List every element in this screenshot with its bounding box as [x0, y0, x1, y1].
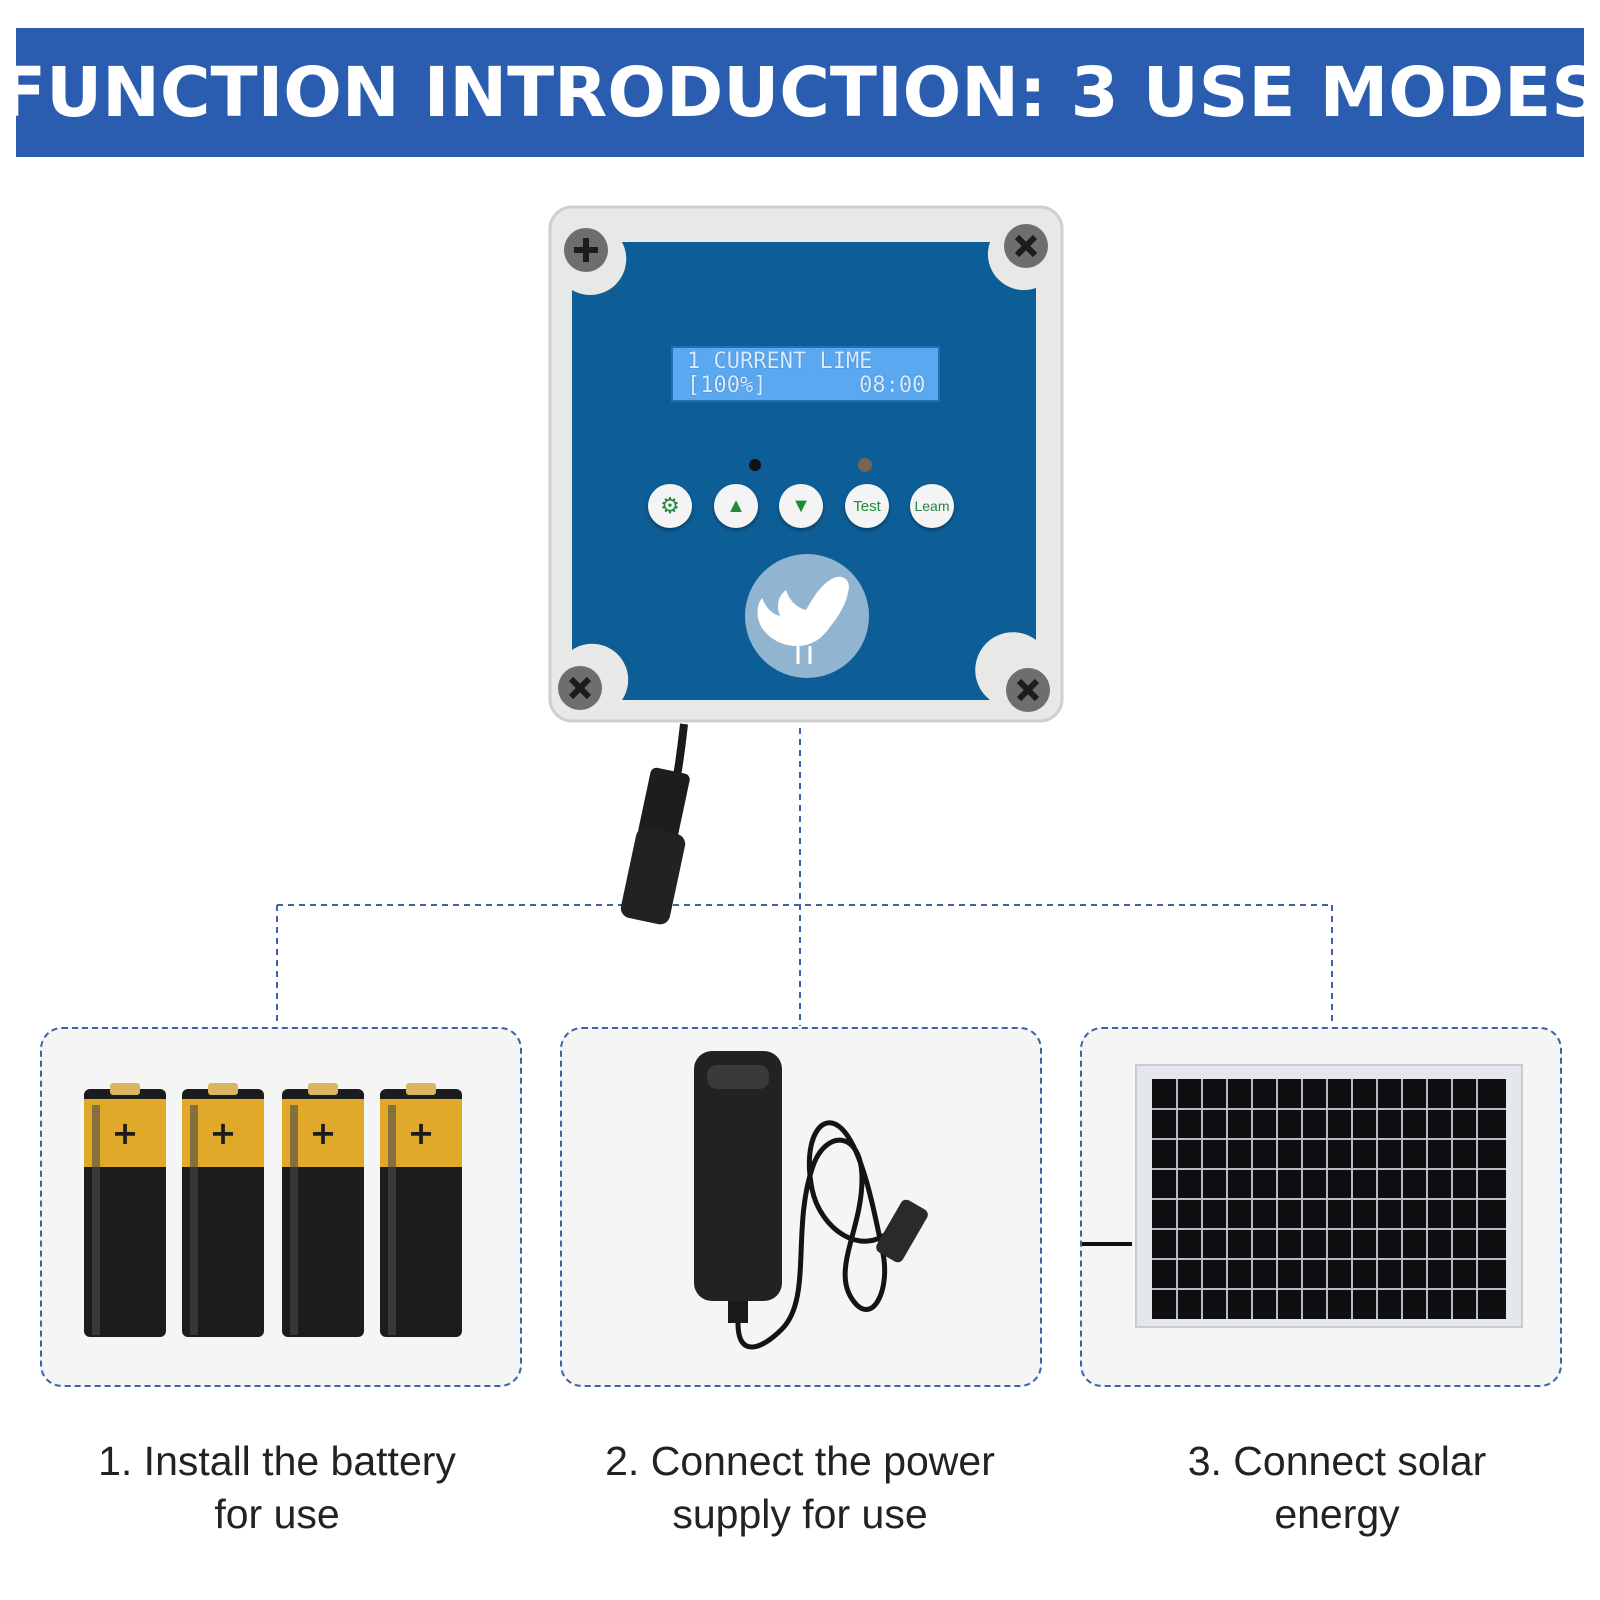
gear-icon: ⚙ — [660, 493, 680, 518]
caption-power: 2. Connect the power supply for use — [540, 1435, 1060, 1541]
up-button[interactable]: ▲ — [714, 484, 758, 528]
solar-panel-icon — [1082, 1064, 1523, 1328]
screw-icon — [564, 228, 608, 272]
up-arrow-icon: ▲ — [726, 494, 746, 517]
screw-icon — [1004, 224, 1048, 268]
page-title: FUNCTION INTRODUCTION: 3 USE MODES — [0, 52, 1600, 133]
caption-line: supply for use — [672, 1491, 928, 1537]
test-label: Test — [853, 497, 881, 515]
lcd-line-2: [100%] 08:00 — [687, 373, 926, 398]
svg-text:+: + — [112, 1114, 139, 1152]
mode-panel-solar — [1080, 1027, 1562, 1387]
caption-line: energy — [1274, 1491, 1400, 1537]
down-button[interactable]: ▼ — [779, 484, 823, 528]
caption-battery: 1. Install the battery for use — [17, 1435, 537, 1541]
rooster-icon — [745, 554, 869, 678]
light-sensor — [858, 458, 872, 472]
down-arrow-icon: ▼ — [791, 494, 811, 517]
caption-line: for use — [214, 1491, 340, 1537]
battery-icon: + — [84, 1083, 462, 1337]
power-adapter-icon — [694, 1051, 928, 1350]
screw-icon — [1006, 668, 1050, 712]
lcd-display: 1 CURRENT LIME[100%] 08:00 — [671, 346, 940, 402]
test-button[interactable]: Test — [845, 484, 889, 528]
title-banner: FUNCTION INTRODUCTION: 3 USE MODES — [0, 28, 1600, 157]
mode-panel-battery: + — [40, 1027, 522, 1387]
learn-label: Leam — [914, 498, 950, 514]
indicator-led — [749, 459, 761, 471]
caption-line: 3. Connect solar — [1187, 1438, 1487, 1484]
settings-button[interactable]: ⚙ — [648, 484, 692, 528]
dc-connector — [620, 767, 690, 925]
mode-panel-power — [560, 1027, 1042, 1387]
caption-solar: 3. Connect solar energy — [1077, 1435, 1597, 1541]
lcd-line-1: 1 CURRENT LIME — [687, 349, 873, 374]
caption-line: 1. Install the battery — [98, 1438, 456, 1484]
screw-icon — [558, 666, 602, 710]
caption-line: 2. Connect the power — [605, 1438, 995, 1484]
learn-button[interactable]: Leam — [910, 484, 954, 528]
